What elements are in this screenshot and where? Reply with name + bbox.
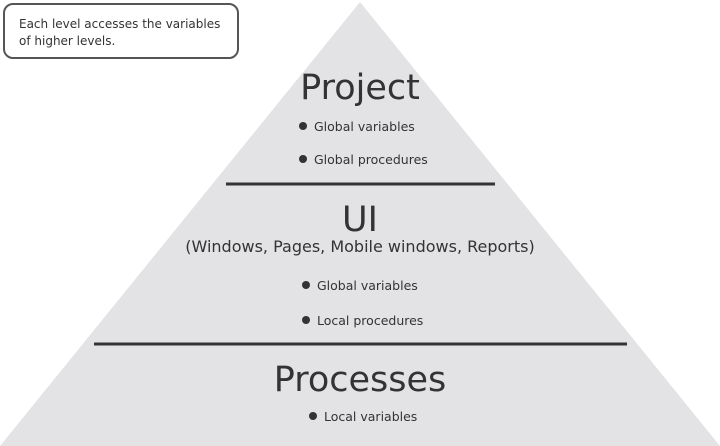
bullet-label: Local variables [324, 409, 418, 424]
project-item-global-variables: Global variables [299, 118, 415, 136]
bullet-label: Global variables [314, 119, 415, 134]
level-title-project: Project [300, 68, 420, 108]
bullet-icon [302, 281, 310, 289]
bullet-label: Global variables [317, 278, 418, 293]
note-box: Each level accesses the variables of hig… [3, 3, 239, 59]
note-text: Each level accesses the variables of hig… [19, 17, 221, 48]
level-subtitle-ui: (Windows, Pages, Mobile windows, Reports… [185, 237, 535, 256]
ui-item-global-variables: Global variables [302, 277, 418, 295]
project-item-global-procedures: Global procedures [299, 151, 428, 169]
level-title-ui: UI [342, 200, 378, 240]
bullet-label: Local procedures [317, 313, 424, 328]
bullet-label: Global procedures [314, 152, 428, 167]
bullet-icon [299, 122, 307, 130]
bullet-icon [302, 316, 310, 324]
bullet-icon [309, 412, 317, 420]
level-title-processes: Processes [273, 360, 447, 400]
bullet-icon [299, 155, 307, 163]
ui-item-local-procedures: Local procedures [302, 312, 423, 330]
processes-item-local-variables: Local variables [309, 408, 417, 426]
